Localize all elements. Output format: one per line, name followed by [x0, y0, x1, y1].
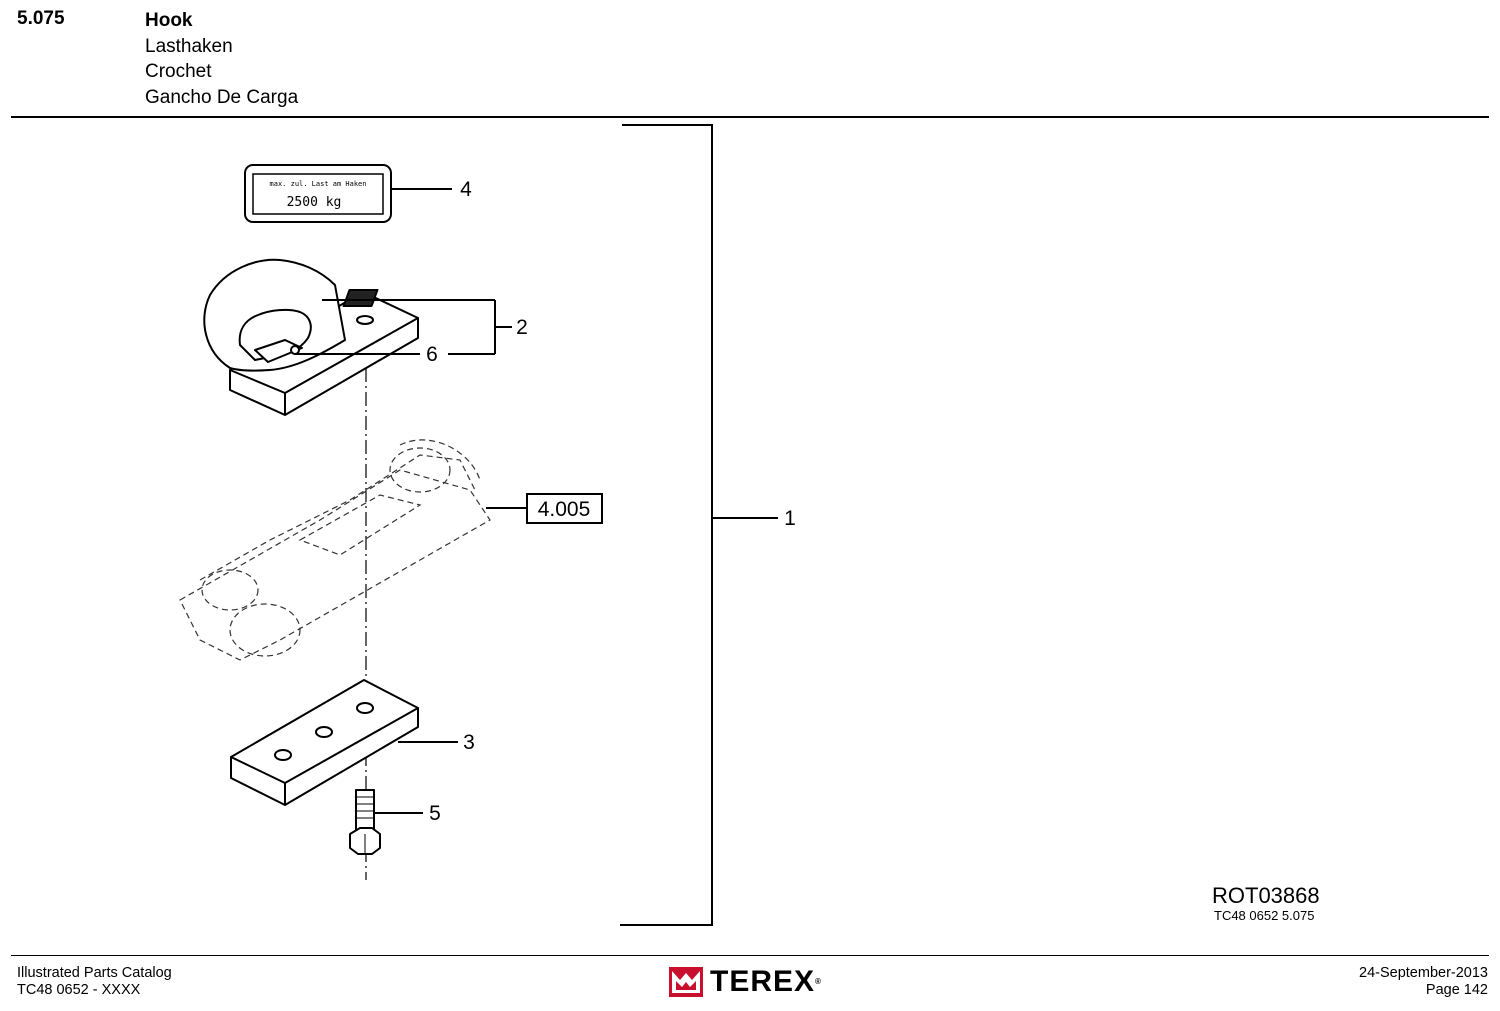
title-english: Hook [145, 10, 193, 31]
clamp-plate [230, 679, 458, 806]
header-divider [11, 116, 1489, 118]
publish-date: 24-September-2013 [1359, 965, 1488, 981]
section-code: 5.075 [17, 8, 65, 29]
model-code: TC48 0652 - XXXX [17, 982, 141, 998]
registered-mark: ® [815, 977, 822, 986]
section-titles: Hook Lasthaken Crochet Gancho De Carga [145, 8, 298, 110]
terex-emblem-icon [669, 967, 703, 997]
plate-label-line1: max. zul. Last am Haken [270, 180, 367, 188]
title-french: Crochet [145, 61, 212, 82]
reference-box-label: 4.005 [538, 498, 591, 521]
footer-divider [11, 955, 1489, 956]
footer-right: 24-September-2013 Page 142 [1359, 965, 1488, 999]
drawing-sub-id: TC48 0652 5.075 [1214, 908, 1315, 923]
catalog-title: Illustrated Parts Catalog [17, 965, 172, 981]
terex-wordmark: TEREX® [710, 966, 822, 998]
terex-wordmark-text: TEREX [710, 965, 816, 998]
hook-callout-lines [295, 299, 512, 355]
hook-assembly [203, 258, 419, 416]
footer-left: Illustrated Parts Catalog TC48 0652 - XX… [17, 965, 172, 999]
title-spanish: Gancho De Carga [145, 86, 299, 108]
callout-2: 2 [516, 316, 528, 339]
callout-6: 6 [426, 343, 438, 366]
bolt [349, 789, 423, 855]
drawing-id: ROT03868 [1212, 883, 1320, 908]
title-german: Lasthaken [145, 35, 233, 57]
terex-logo: TEREX® [669, 966, 822, 998]
callout-3: 3 [463, 731, 475, 754]
callout-1: 1 [784, 507, 796, 530]
track-chain-phantom [179, 439, 491, 661]
load-plate: max. zul. Last am Haken 2500 kg [244, 164, 452, 223]
reference-box: 4.005 [486, 493, 603, 524]
assembly-bracket [620, 124, 778, 926]
plate-label-line2: 2500 kg [287, 195, 342, 210]
callout-4: 4 [460, 178, 472, 201]
callout-5: 5 [429, 802, 441, 825]
page-number: Page 142 [1425, 982, 1488, 998]
